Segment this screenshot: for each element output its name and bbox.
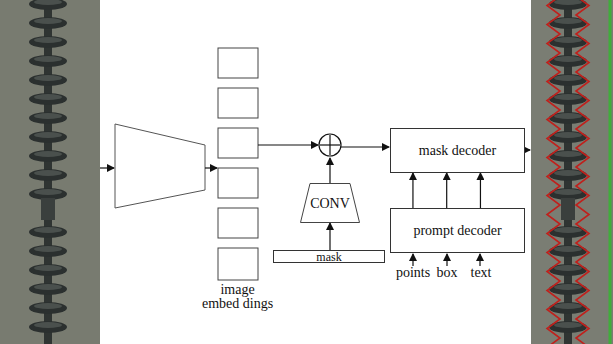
insulator-disc: [34, 37, 62, 43]
encoder-trapezoid: [115, 124, 205, 208]
insulator-joint: [41, 198, 55, 220]
add-symbol: [329, 135, 330, 155]
insulator-disc: [29, 226, 67, 238]
insulator-disc: [34, 265, 62, 271]
insulator-disc: [554, 56, 582, 62]
insulator-disc: [34, 322, 62, 328]
flow-arrow: [341, 146, 389, 147]
insulator-disc: [29, 321, 67, 333]
insulator-disc: [554, 18, 582, 24]
flow-arrow: [258, 144, 318, 145]
add-symbol: [319, 134, 341, 156]
flow-arrow: [100, 167, 114, 168]
insulator-disc: [554, 113, 582, 119]
insulator-disc: [29, 17, 67, 29]
prompt-input-label: text: [465, 266, 497, 280]
insulator-disc: [34, 0, 62, 5]
insulator-disc: [554, 322, 582, 328]
embedding-box: [218, 88, 258, 118]
embedding-box: [218, 48, 258, 78]
insulator-disc: [34, 284, 62, 290]
insulator-disc: [34, 246, 62, 252]
embedding-stack: [218, 48, 258, 280]
flow-arrow: [446, 173, 447, 208]
insulator-disc: [554, 189, 582, 195]
insulator-disc: [554, 94, 582, 100]
insulator-disc: [549, 0, 587, 10]
insulator-disc: [29, 302, 67, 314]
insulator-disc: [554, 227, 582, 233]
insulator-disc: [34, 227, 62, 233]
insulator-disc: [29, 36, 67, 48]
insulator-disc: [34, 94, 62, 100]
node-text: mask decoder: [419, 143, 496, 158]
insulator-disc: [29, 283, 67, 295]
insulator-disc: [29, 245, 67, 257]
prompt-input-label: points: [391, 266, 435, 280]
insulator-disc: [554, 75, 582, 81]
insulator-figure: [29, 0, 67, 344]
insulator-disc: [554, 37, 582, 43]
segmentation-outline: [547, 0, 589, 344]
insulator-disc: [29, 93, 67, 105]
node-text: prompt decoder: [413, 223, 501, 238]
embedding-box: [218, 128, 258, 158]
insulator-disc: [29, 112, 67, 124]
embedding-box: [218, 208, 258, 238]
insulator-disc: [554, 284, 582, 290]
insulator-disc: [554, 132, 582, 138]
input-arrow: [446, 254, 447, 266]
conv-outline: [301, 184, 360, 223]
input-photo: [0, 0, 100, 344]
flow-arrow: [329, 158, 330, 183]
insulator-disc: [554, 151, 582, 157]
insulator-disc: [29, 150, 67, 162]
insulator-disc: [554, 0, 582, 5]
insulator-disc: [34, 18, 62, 24]
flow-arrow: [412, 173, 413, 208]
insulator-disc: [554, 303, 582, 309]
input-arrow: [412, 254, 413, 266]
insulator-disc: [29, 131, 67, 143]
photo-border: [609, 0, 612, 344]
insulator-disc: [554, 246, 582, 252]
mask-input: mask: [273, 250, 385, 263]
prompt-input-label: box: [432, 266, 462, 280]
insulator-disc: [554, 265, 582, 271]
insulator-disc: [29, 74, 67, 86]
insulator-disc: [34, 75, 62, 81]
insulator-disc: [34, 132, 62, 138]
insulator-disc: [29, 264, 67, 276]
insulator-disc: [29, 55, 67, 67]
insulator-disc: [34, 151, 62, 157]
flow-arrow: [525, 149, 530, 150]
insulator-disc: [29, 0, 67, 10]
embedding-box: [218, 248, 258, 280]
stack-label: image embed dings: [201, 283, 274, 311]
decoder-box: mask decoder: [390, 128, 525, 173]
insulator-figure: [549, 0, 587, 344]
insulator-disc: [34, 113, 62, 119]
node-text: mask: [316, 251, 341, 263]
flow-arrow: [205, 167, 217, 168]
input-arrow: [479, 254, 480, 266]
insulator-disc: [554, 170, 582, 176]
embedding-box: [218, 168, 258, 198]
decoder-box: prompt decoder: [390, 208, 525, 253]
conv-block: CONV: [300, 183, 360, 223]
node-text: CONV: [310, 196, 350, 211]
insulator-disc: [29, 169, 67, 181]
flow-arrow: [329, 223, 330, 250]
insulator-disc: [34, 303, 62, 309]
insulator-joint: [561, 198, 575, 220]
insulator-disc: [34, 56, 62, 62]
flow-arrow: [480, 173, 481, 208]
insulator-disc: [34, 170, 62, 176]
insulator-disc: [34, 189, 62, 195]
output-photo: [531, 0, 613, 344]
